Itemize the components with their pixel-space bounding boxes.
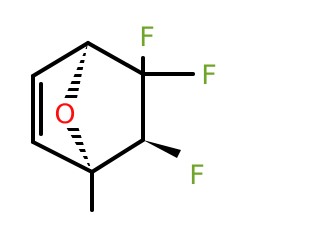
bond-c5-c4: [90, 138, 145, 174]
atom-label-fluorine-top: F: [139, 22, 155, 53]
bond-c3-c4: [31, 140, 94, 174]
hashed-bond-c1-oxygen: [58, 46, 88, 98]
wedge-bond-c5-f3: [143, 140, 181, 158]
atom-label-fluorine-right: F: [201, 60, 217, 91]
bond-c1-c6: [86, 41, 145, 76]
atom-label-fluorine-lower: F: [189, 160, 205, 191]
atom-label-oxygen: O: [54, 99, 75, 130]
molecule-structure-diagram: O F F F: [31, 22, 217, 212]
molecule-canvas: O F F F: [31, 22, 217, 212]
bond-c1-c2: [31, 41, 90, 78]
